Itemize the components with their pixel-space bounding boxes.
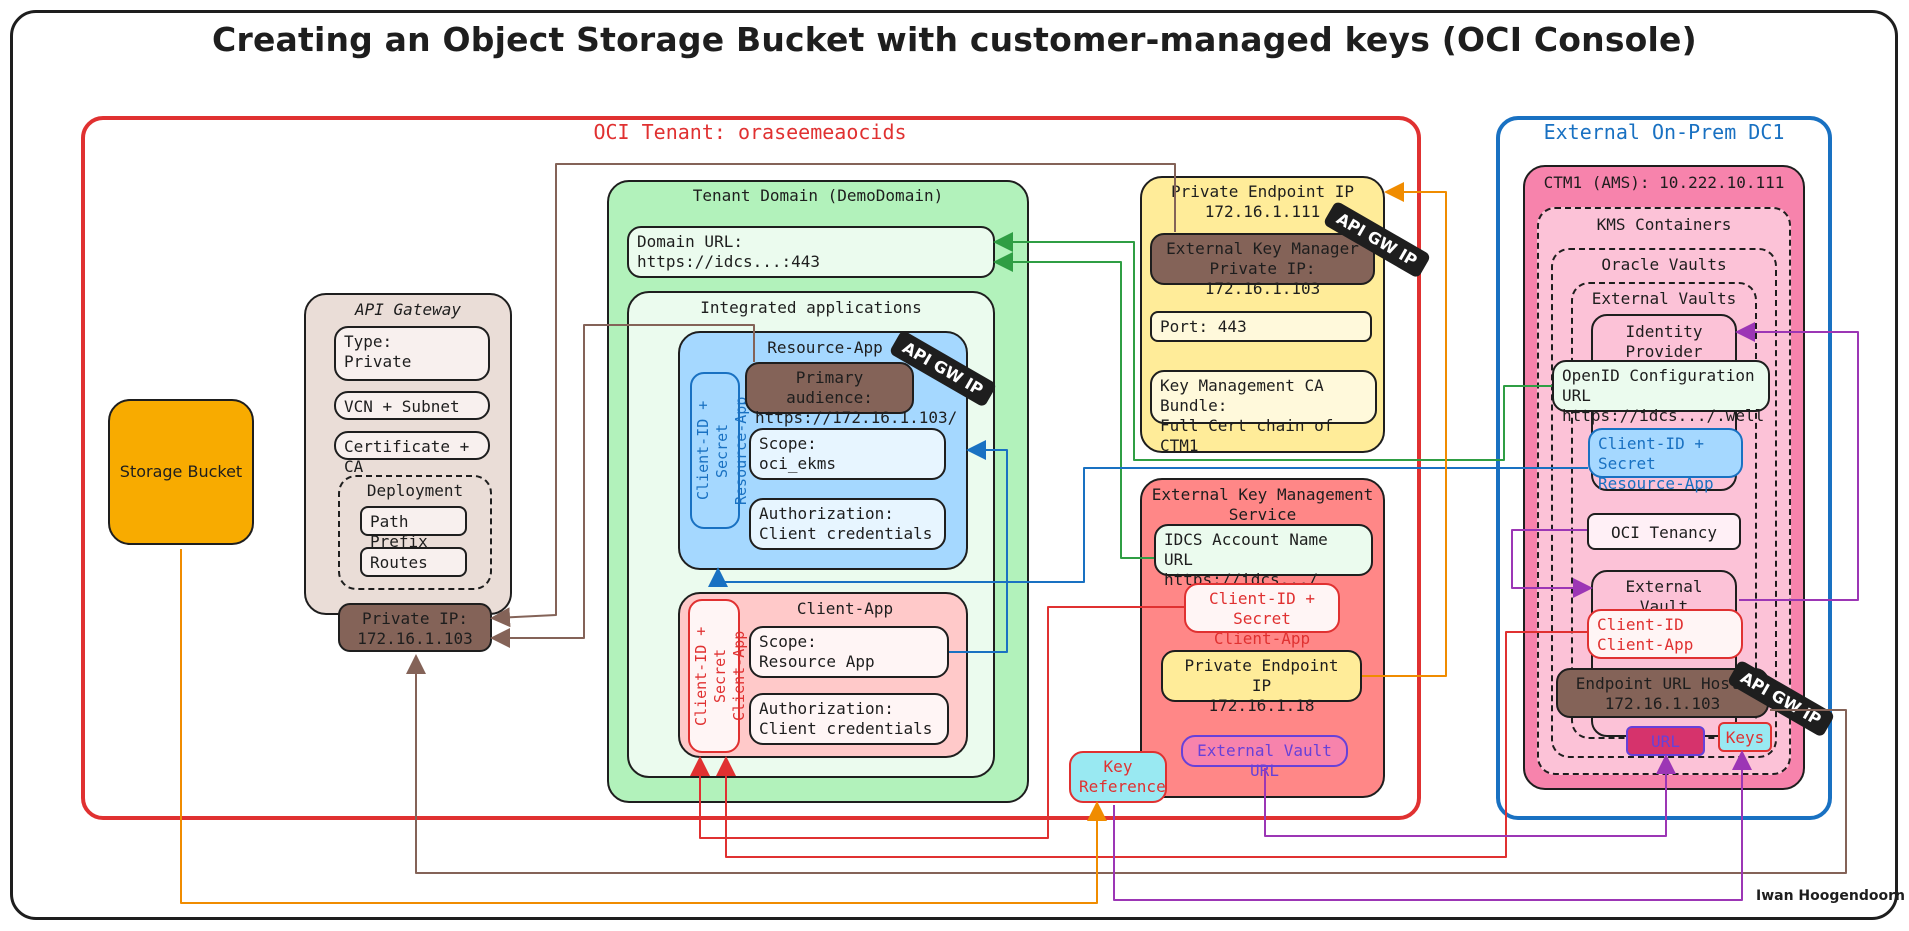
openid-config-url: OpenID Configuration URL https://idcs...…: [1552, 360, 1770, 425]
ekms-title: External Key Management Service: [1151, 485, 1374, 524]
kms-containers-title: KMS Containers: [1596, 215, 1732, 234]
url-pill[interactable]: URL: [1626, 726, 1705, 756]
api-gateway-cert: Certificate + CA: [334, 431, 490, 476]
ca-bundle: Key Management CA Bundle: Full Cert chai…: [1150, 370, 1377, 455]
outer-frame: [10, 10, 1898, 920]
storage-bucket-label: Storage Bucket: [119, 462, 243, 481]
identity-provider-title: Identity Provider: [1625, 322, 1703, 361]
oci-tenant-label: OCI Tenant: oraseemeaocids: [593, 120, 907, 144]
resource-authorization: Authorization: Client credentials: [749, 498, 946, 550]
ctm-client-id-client: Client-ID Client-App: [1587, 609, 1743, 659]
ekms-private-endpoint: Private Endpoint IP 172.16.1.18: [1161, 650, 1362, 715]
idcs-account-url: IDCS Account Name URL https://idcs.../: [1154, 524, 1373, 589]
external-key-manager: External Key Manager Private IP: 172.16.…: [1150, 233, 1375, 298]
ctm1-title: CTM1 (AMS): 10.222.10.111: [1543, 173, 1785, 192]
api-gateway-type: Type: Private: [334, 326, 490, 381]
client-authorization: Authorization: Client credentials: [749, 693, 949, 745]
oracle-vaults-title: Oracle Vaults: [1601, 255, 1727, 274]
tenant-domain-title: Tenant Domain (DemoDomain): [692, 186, 944, 205]
primary-audience: Primary audience: https://172.16.1.103/: [745, 362, 957, 427]
routes: Routes: [360, 547, 467, 577]
external-vault-url: External Vault URL: [1181, 735, 1348, 780]
diagram-title: Creating an Object Storage Bucket with c…: [212, 20, 1697, 59]
storage-bucket: Storage Bucket: [108, 399, 254, 545]
client-scope: Scope: Resource App: [749, 626, 949, 678]
path-prefix: Path Prefix: [360, 506, 467, 551]
api-gateway-title: API Gateway: [355, 300, 461, 319]
resource-scope: Scope: oci_ekms: [749, 428, 946, 480]
resource-app-client-id: Client-ID + Secret Resource-App: [690, 372, 750, 529]
domain-url: Domain URL: https://idcs...:443: [627, 226, 995, 278]
client-app-client-id: Client-ID + Secret Client-App: [688, 599, 748, 753]
ctm-client-id-resource: Client-ID + Secret Resource-App: [1588, 428, 1743, 493]
api-gateway-vcn: VCN + Subnet: [334, 391, 490, 420]
onprem-label: External On-Prem DC1: [1543, 120, 1785, 144]
oci-tenancy: OCI Tenancy: [1587, 513, 1741, 550]
ekms-client-id: Client-ID + Secret Client-App: [1184, 583, 1340, 648]
key-reference: Key Reference: [1069, 751, 1167, 803]
port-443: Port: 443: [1150, 311, 1372, 342]
client-app-title: Client-App: [796, 599, 894, 618]
integrated-apps-title: Integrated applications: [700, 298, 922, 317]
deployment-label: Deployment: [366, 481, 464, 500]
private-endpoint-top-title: Private Endpoint IP 172.16.1.111: [1170, 182, 1355, 221]
api-gateway-private-ip: Private IP: 172.16.1.103: [338, 603, 492, 652]
external-vaults-title: External Vaults: [1591, 289, 1737, 308]
keys-pill[interactable]: Keys: [1718, 722, 1772, 752]
author-credit: Iwan Hoogendoorn: [1756, 888, 1905, 904]
